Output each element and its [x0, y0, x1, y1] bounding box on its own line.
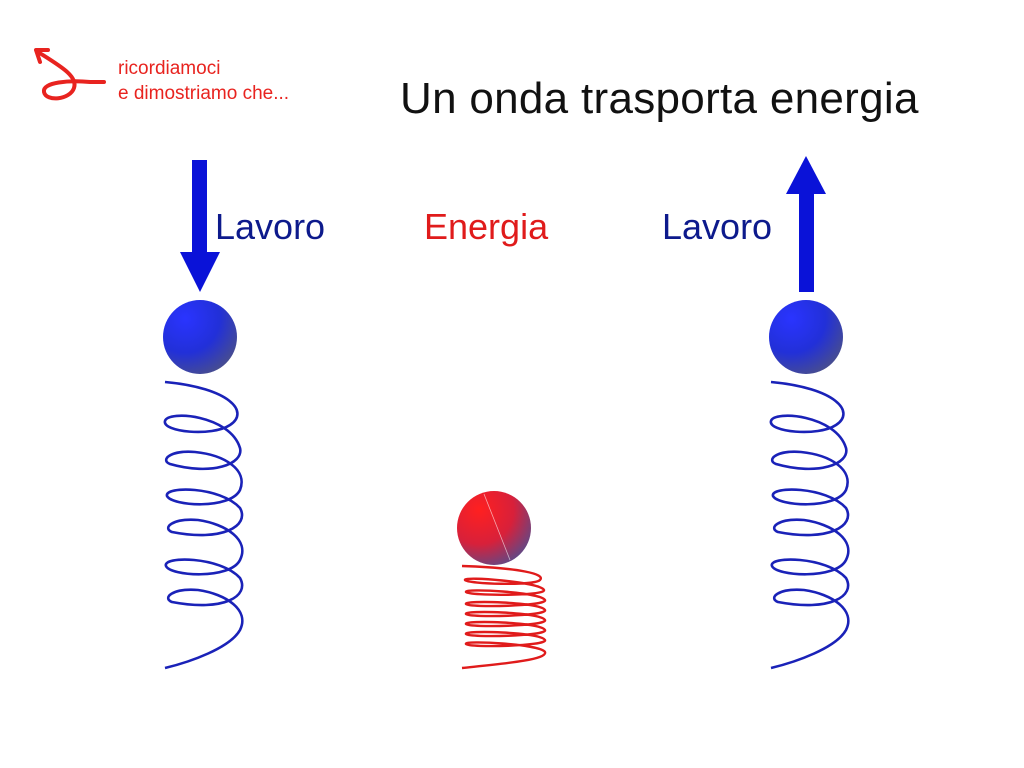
note-text: ricordiamoci e dimostriamo che... — [118, 56, 289, 106]
label-work-left: Lavoro — [215, 206, 326, 247]
right-spring — [769, 380, 850, 670]
note-line-1: ricordiamoci — [118, 58, 221, 79]
left-spring — [163, 380, 244, 670]
page-title: Un onda trasporta energia — [400, 74, 919, 123]
right-ball — [769, 300, 843, 374]
label-energy: Energia — [424, 206, 549, 247]
left-ball — [163, 300, 237, 374]
note-line-2: e dimostriamo che... — [118, 83, 290, 104]
middle-spring — [461, 564, 547, 670]
curl-arrow-icon — [34, 48, 106, 101]
arrow-down-icon — [180, 160, 220, 292]
label-work-right: Lavoro — [662, 206, 773, 247]
middle-ball — [457, 491, 531, 565]
arrow-up-icon — [786, 156, 826, 292]
